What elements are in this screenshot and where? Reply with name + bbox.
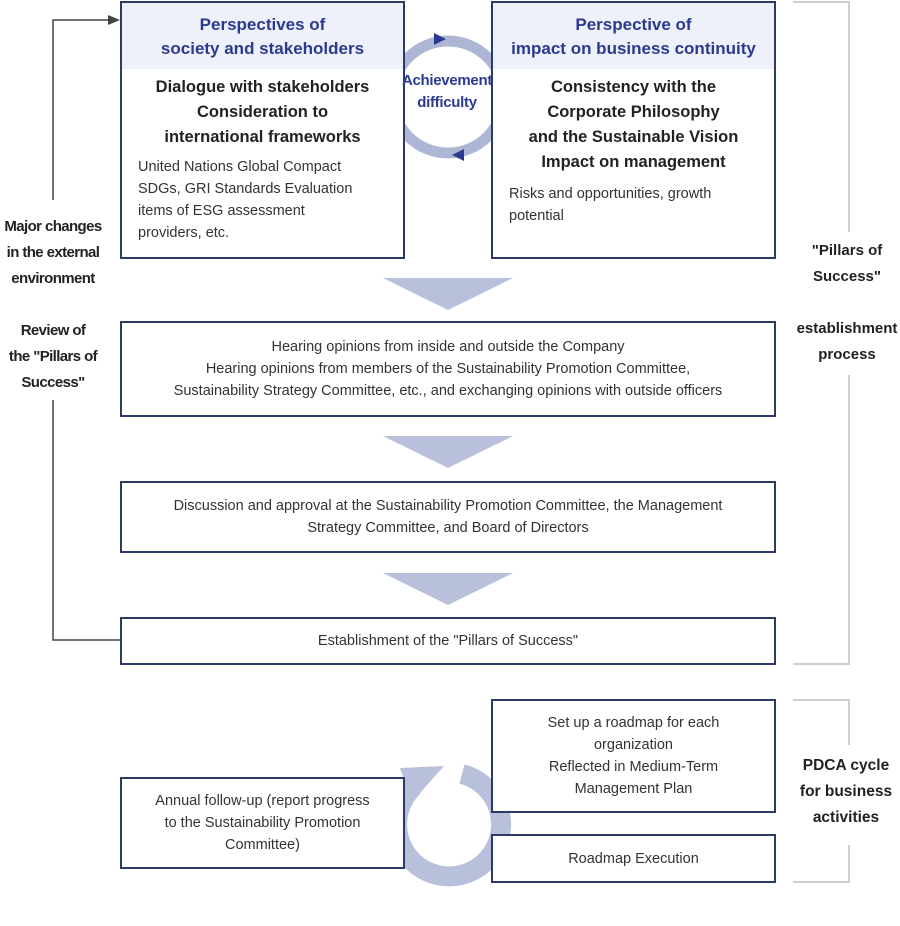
external-change-label: Major changes in the external environmen… <box>0 214 106 292</box>
label-line: activities <box>812 809 880 826</box>
roadmap-setup-box: Set up a roadmap for each organization R… <box>491 699 776 813</box>
feedback-line-top <box>52 19 112 200</box>
cycle-label-line: difficulty <box>417 94 477 111</box>
body-line: potential <box>509 208 564 224</box>
pdca-cycle-label: PDCA cycle for business activities <box>790 753 900 831</box>
label-line: process <box>818 346 876 363</box>
society-perspective-header: Perspectives of society and stakeholders <box>122 3 403 69</box>
step-line: Reflected in Medium-Term <box>548 759 719 775</box>
title-line: Consideration to <box>196 103 329 121</box>
society-perspective-body: United Nations Global Compact SDGs, GRI … <box>122 150 403 244</box>
label-spacer <box>792 290 900 316</box>
label-line: PDCA cycle <box>802 757 890 774</box>
label-line: Success" <box>813 268 881 285</box>
body-line: United Nations Global Compact <box>138 159 342 175</box>
label-line: environment <box>11 270 95 287</box>
feedback-arrowhead <box>108 15 120 25</box>
body-line: Risks and opportunities, growth <box>509 186 712 202</box>
down-arrow-1 <box>383 278 513 310</box>
title-line: international frameworks <box>164 128 361 146</box>
step-line: organization <box>593 737 673 753</box>
pdca-cycle-arrowhead-icon <box>400 766 444 802</box>
step-line: Strategy Committee, and Board of Directo… <box>307 520 589 536</box>
discussion-approval-box: Discussion and approval at the Sustainab… <box>120 481 776 553</box>
label-line: establishment <box>796 320 898 337</box>
step-line: Hearing opinions from members of the Sus… <box>205 361 691 377</box>
review-pillars-label: Review of the "Pillars of Success" <box>0 318 106 396</box>
roadmap-setup-text: Set up a roadmap for each organization R… <box>548 712 720 800</box>
header-line: Perspectives of <box>199 15 326 34</box>
label-line: "Pillars of <box>811 242 883 259</box>
cycle-label-line: Achievement <box>401 72 493 89</box>
label-line: the "Pillars of <box>8 348 98 365</box>
roadmap-execution-text: Roadmap Execution <box>568 848 699 870</box>
annual-followup-text: Annual follow-up (report progress to the… <box>155 790 369 856</box>
roadmap-execution-box: Roadmap Execution <box>491 834 776 883</box>
annual-followup-box: Annual follow-up (report progress to the… <box>120 777 405 869</box>
feedback-line-bottom <box>52 400 120 641</box>
step-line: Sustainability Strategy Committee, etc.,… <box>173 383 723 399</box>
title-line: Corporate Philosophy <box>547 103 720 121</box>
society-perspective-title: Dialogue with stakeholders Consideration… <box>122 75 403 150</box>
pdca-bracket <box>793 699 850 883</box>
process-bracket <box>793 1 850 665</box>
establishment-text: Establishment of the "Pillars of Success… <box>318 630 578 652</box>
label-line: Success" <box>21 374 85 391</box>
step-line: Annual follow-up (report progress <box>155 793 370 809</box>
header-line: Perspective of <box>575 15 692 34</box>
step-line: Discussion and approval at the Sustainab… <box>173 498 723 514</box>
hearing-opinions-box: Hearing opinions from inside and outside… <box>120 321 776 417</box>
title-line: and the Sustainable Vision <box>528 128 739 146</box>
header-line: impact on business continuity <box>511 39 756 58</box>
discussion-approval-text: Discussion and approval at the Sustainab… <box>174 495 723 539</box>
step-line: Committee) <box>225 837 300 853</box>
business-continuity-body: Risks and opportunities, growth potentia… <box>493 175 774 227</box>
step-line: Management Plan <box>574 781 693 797</box>
cycle-arrow-top-icon <box>434 33 446 45</box>
down-arrow-3 <box>383 573 513 605</box>
achievement-difficulty-label: Achievement difficulty <box>392 70 502 114</box>
body-line: providers, etc. <box>138 225 230 241</box>
label-line: in the external <box>6 244 100 261</box>
header-line: society and stakeholders <box>160 39 365 58</box>
step-line: Set up a roadmap for each <box>547 715 720 731</box>
cycle-arrow-bottom-icon <box>452 149 464 161</box>
title-line: Dialogue with stakeholders <box>155 78 370 96</box>
society-perspective-box: Perspectives of society and stakeholders… <box>120 1 405 259</box>
title-line: Consistency with the <box>550 78 717 96</box>
label-line: Major changes <box>4 218 102 235</box>
hearing-opinions-text: Hearing opinions from inside and outside… <box>174 336 723 402</box>
body-line: SDGs, GRI Standards Evaluation <box>138 181 353 197</box>
business-continuity-header: Perspective of impact on business contin… <box>493 3 774 69</box>
establishment-process-label: "Pillars of Success" establishment proce… <box>792 238 900 368</box>
step-line: Roadmap Execution <box>568 850 699 867</box>
business-continuity-box: Perspective of impact on business contin… <box>491 1 776 259</box>
down-arrow-2 <box>383 436 513 468</box>
label-line: Review of <box>20 322 86 339</box>
step-line: Hearing opinions from inside and outside… <box>271 339 625 355</box>
business-continuity-title: Consistency with the Corporate Philosoph… <box>493 75 774 175</box>
step-line: Establishment of the "Pillars of Success… <box>317 633 579 649</box>
label-line: for business <box>799 783 893 800</box>
difficulty-cycle-inner <box>398 47 498 147</box>
step-line: to the Sustainability Promotion <box>164 815 361 831</box>
establishment-box: Establishment of the "Pillars of Success… <box>120 617 776 665</box>
title-line: Impact on management <box>541 153 726 171</box>
body-line: items of ESG assessment <box>138 203 305 219</box>
